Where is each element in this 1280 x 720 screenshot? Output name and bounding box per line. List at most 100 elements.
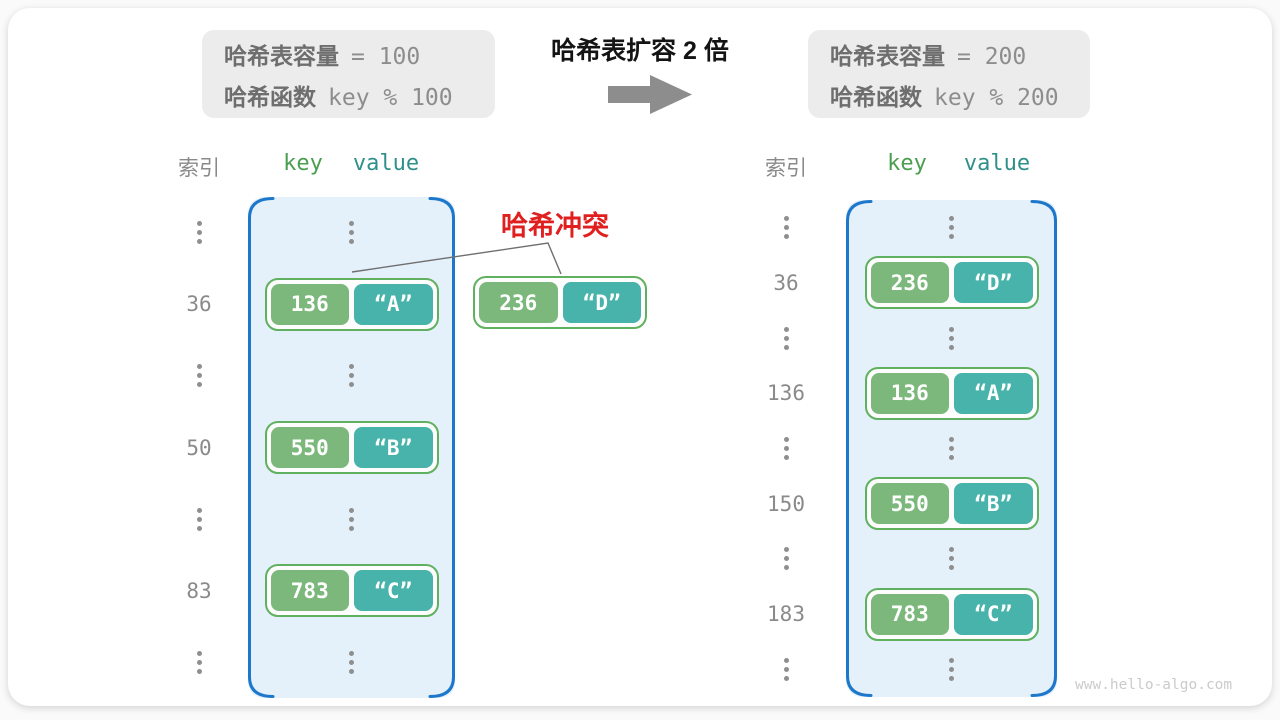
index-label: 36 (773, 270, 799, 295)
index-row: 150 (746, 476, 826, 531)
hash-function-label: 哈希函数 (830, 83, 922, 110)
ellipsis-icon (196, 507, 202, 531)
index-row (746, 642, 826, 697)
index-row (746, 421, 826, 476)
right-header-index: 索引 (765, 157, 807, 180)
right-header-value: value (963, 151, 1031, 176)
index-row: 50 (159, 412, 239, 484)
ellipsis-icon (349, 364, 354, 388)
value-cell: “C” (954, 593, 1033, 635)
hash-function-line: 哈希函数 key % 200 (830, 78, 1090, 112)
hash-table-after: 236 “D” 136 “A” 550 “B” 783 “C” (846, 200, 1057, 697)
capacity-line: 哈希表容量 = 200 (830, 37, 1090, 71)
kv-pair: 550 “B” (264, 421, 439, 475)
table-row (846, 421, 1057, 476)
capacity-value: = 100 (351, 43, 421, 70)
ellipsis-icon (349, 507, 354, 531)
index-row (159, 483, 239, 555)
value-cell: “A” (354, 283, 433, 325)
ellipsis-icon (349, 221, 354, 245)
table-row (846, 200, 1057, 255)
key-cell: 783 (870, 593, 949, 635)
index-row: 36 (159, 269, 239, 341)
table-row: 550 “B” (846, 476, 1057, 531)
table-row (846, 531, 1057, 586)
ellipsis-icon (949, 326, 954, 350)
right-header-key: key (887, 151, 927, 176)
hash-function-line: 哈希函数 key % 100 (224, 78, 495, 112)
colliding-kv-pair: 236 “D” (473, 276, 647, 329)
index-row (159, 340, 239, 412)
ellipsis-icon (783, 216, 789, 240)
index-row (746, 310, 826, 365)
key-cell: 550 (270, 427, 349, 469)
table-row: 783 “C” (248, 555, 455, 627)
value-cell: “A” (954, 372, 1033, 414)
index-row: 136 (746, 366, 826, 421)
table-row (846, 310, 1057, 365)
key-cell: 136 (270, 283, 349, 325)
ellipsis-icon (949, 436, 954, 460)
kv-pair: 136 “A” (864, 366, 1039, 420)
index-row (159, 197, 239, 269)
left-header-key: key (283, 151, 323, 176)
capacity-label: 哈希表容量 (830, 42, 945, 69)
capacity-info-box-after: 哈希表容量 = 200 哈希函数 key % 200 (808, 30, 1090, 118)
key-cell: 783 (270, 570, 349, 612)
value-cell: “D” (562, 282, 641, 323)
index-label: 136 (767, 381, 805, 406)
table-row (248, 197, 455, 269)
ellipsis-icon (949, 657, 954, 681)
kv-pair: 236 “D” (864, 256, 1039, 310)
ellipsis-icon (949, 547, 954, 571)
watermark: www.hello-algo.com (1075, 677, 1233, 693)
ellipsis-icon (196, 221, 202, 245)
capacity-label: 哈希表容量 (224, 42, 339, 69)
index-label: 36 (186, 292, 212, 317)
value-cell: “B” (954, 483, 1033, 525)
ellipsis-icon (783, 657, 789, 681)
index-row (159, 626, 239, 698)
table-row (248, 483, 455, 555)
index-row (746, 200, 826, 255)
index-label: 83 (186, 578, 212, 603)
key-cell: 236 (479, 282, 558, 323)
ellipsis-icon (783, 436, 789, 460)
index-row: 83 (159, 555, 239, 627)
key-cell: 550 (870, 483, 949, 525)
ellipsis-icon (349, 650, 354, 674)
table-row (248, 340, 455, 412)
index-row: 36 (746, 255, 826, 310)
value-cell: “D” (954, 262, 1033, 304)
kv-pair: 550 “B” (864, 477, 1039, 531)
left-header-index: 索引 (178, 157, 220, 180)
table-row: 550 “B” (248, 412, 455, 484)
capacity-line: 哈希表容量 = 100 (224, 37, 495, 71)
key-cell: 136 (870, 372, 949, 414)
table-row (846, 642, 1057, 697)
ellipsis-icon (196, 650, 202, 674)
capacity-value: = 200 (957, 43, 1027, 70)
value-cell: “C” (354, 570, 433, 612)
left-header-value: value (352, 151, 420, 176)
value-cell: “B” (354, 427, 433, 469)
capacity-info-box-before: 哈希表容量 = 100 哈希函数 key % 100 (202, 30, 495, 118)
table-row: 236 “D” (846, 255, 1057, 310)
key-cell: 236 (870, 262, 949, 304)
index-label: 183 (767, 602, 805, 627)
kv-pair: 783 “C” (264, 564, 439, 618)
right-index-column: 36 136 150 183 (746, 200, 826, 697)
kv-pair: 136 “A” (264, 277, 439, 331)
ellipsis-icon (783, 326, 789, 350)
index-label: 50 (186, 435, 212, 460)
expand-title: 哈希表扩容 2 倍 (551, 37, 729, 65)
index-row (746, 531, 826, 586)
index-row: 183 (746, 587, 826, 642)
hash-table-before: 136 “A” 550 “B” 783 “C” (248, 197, 455, 698)
kv-pair: 783 “C” (864, 587, 1039, 641)
diagram-card (8, 8, 1272, 706)
hash-function-value: key % 100 (328, 84, 453, 111)
table-row (248, 626, 455, 698)
index-label: 150 (767, 491, 805, 516)
ellipsis-icon (949, 216, 954, 240)
